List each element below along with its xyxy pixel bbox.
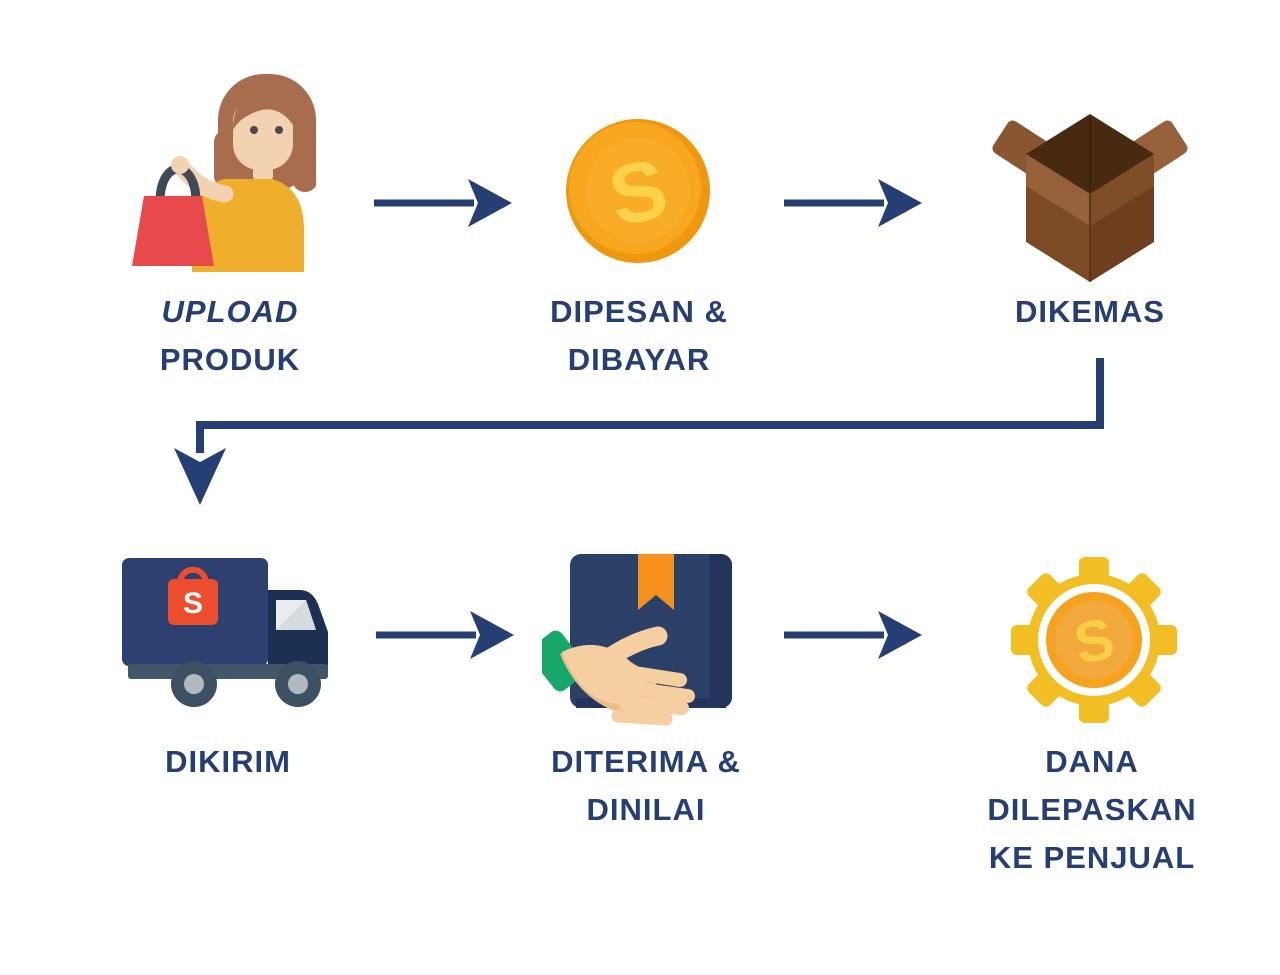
label-line: DIKIRIM (165, 744, 291, 779)
step-diterima-dinilai (542, 550, 742, 730)
elbow-arrow-connector (174, 358, 1104, 505)
coin-icon: S (566, 119, 710, 263)
label-dikirim: DIKIRIM (68, 738, 388, 786)
label-line: DIPESAN & (550, 294, 728, 329)
label-line: DIKEMAS (1015, 294, 1165, 329)
step-upload-produk (130, 72, 316, 272)
label-line: DILEPASKAN (987, 792, 1197, 827)
label-dikemas: DIKEMAS (930, 288, 1250, 336)
arrow-right-icon (784, 611, 922, 659)
label-line: DANA (1045, 744, 1139, 779)
label-line: PRODUK (159, 342, 301, 377)
step-dikemas (986, 106, 1194, 286)
step-dikirim: S (120, 552, 332, 710)
label-line: UPLOAD (161, 294, 299, 329)
label-dana-dilepaskan: DANA DILEPASKAN KE PENJUAL (932, 738, 1252, 882)
arrow-right-icon (376, 611, 514, 659)
step-dipesan-dibayar: S (565, 118, 711, 264)
arrow-right-icon (784, 179, 922, 227)
label-dipesan-dibayar: DIPESAN & DIBAYAR (479, 288, 799, 384)
label-diterima-dinilai: DITERIMA & DINILAI (486, 738, 806, 834)
label-line: KE PENJUAL (988, 840, 1196, 875)
label-upload-produk: UPLOAD PRODUK (70, 288, 390, 384)
hand-package-icon (542, 554, 732, 726)
gear-coin-icon: S (1011, 557, 1177, 723)
delivery-truck-icon: S (122, 558, 328, 707)
arrow-right-icon (374, 179, 512, 227)
label-line: DIBAYAR (567, 342, 711, 377)
truck-logo-letter: S (183, 587, 203, 620)
label-line: DINILAI (586, 792, 706, 827)
open-box-icon (992, 114, 1188, 282)
step-dana-dilepaskan: S (1000, 552, 1188, 732)
label-line: DITERIMA & (551, 744, 741, 779)
seller-with-bag-icon (132, 74, 316, 272)
